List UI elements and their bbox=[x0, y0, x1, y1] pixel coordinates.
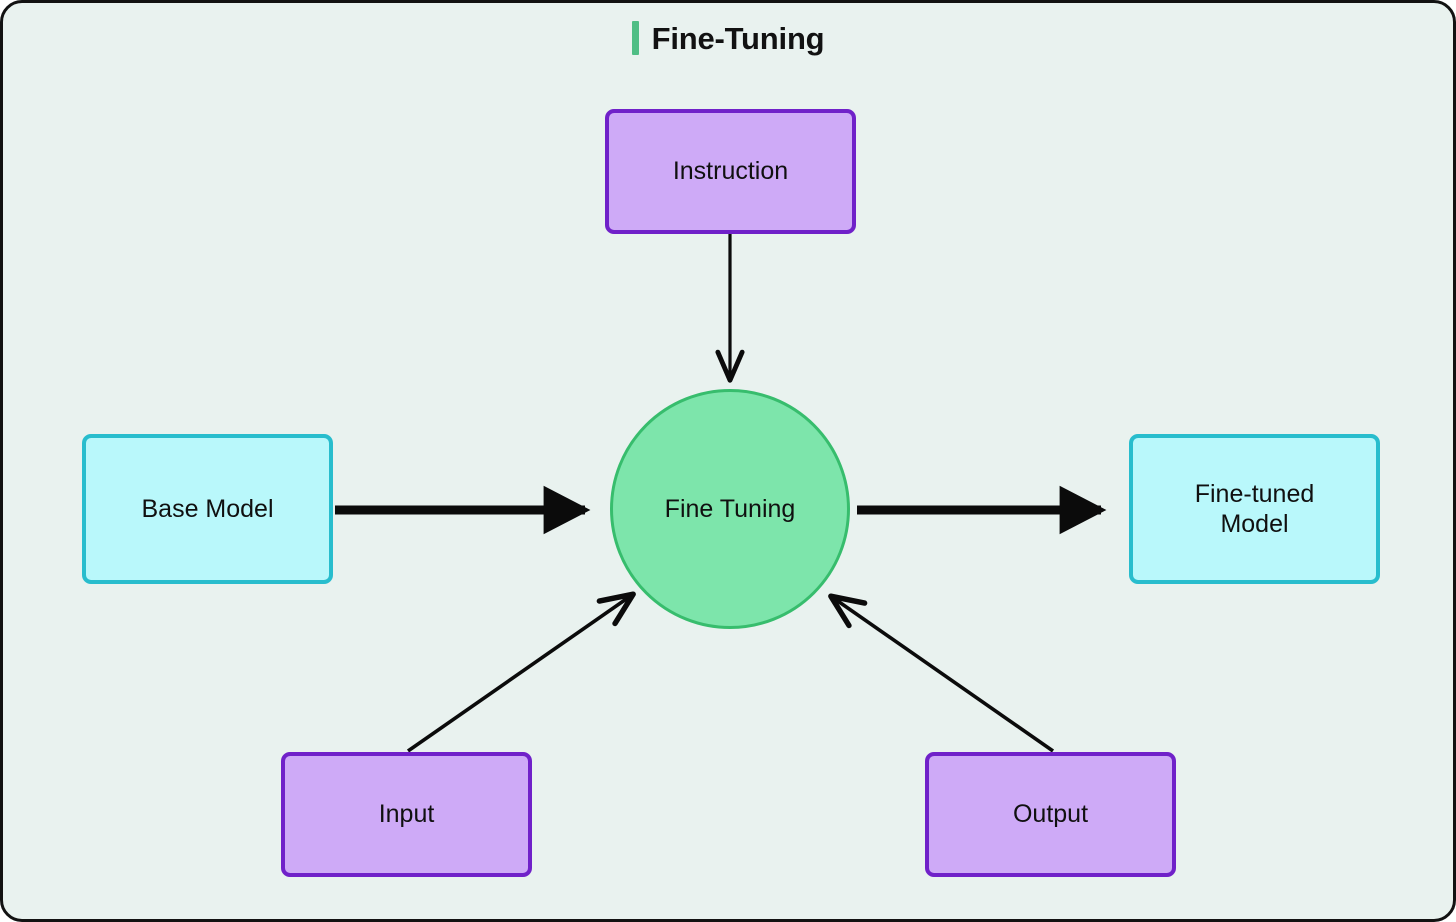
node-instruction[interactable]: Instruction bbox=[605, 109, 856, 234]
node-fine-tuning-label: Fine Tuning bbox=[664, 494, 796, 523]
page-title: Fine-Tuning bbox=[651, 20, 825, 56]
node-fine-tuning[interactable]: Fine Tuning bbox=[610, 389, 850, 629]
node-instruction-label: Instruction bbox=[672, 157, 789, 186]
title-accent-bar bbox=[631, 21, 639, 55]
edge-input-to-fine-tuning bbox=[406, 591, 636, 753]
node-base-model[interactable]: Base Model bbox=[82, 434, 333, 584]
edge-output-to-fine-tuning bbox=[828, 593, 1055, 753]
node-fine-tuned-model[interactable]: Fine-tuned Model bbox=[1129, 434, 1380, 584]
node-input-label: Input bbox=[378, 800, 435, 829]
node-fine-tuned-model-label-line-2: Model bbox=[1220, 510, 1289, 538]
node-input[interactable]: Input bbox=[281, 752, 532, 877]
node-fine-tuned-model-label-line-1: Fine-tuned bbox=[1194, 479, 1315, 508]
node-output[interactable]: Output bbox=[925, 752, 1176, 877]
node-fine-tuned-model-label: Fine-tuned Model bbox=[1195, 479, 1315, 540]
node-base-model-label: Base Model bbox=[141, 494, 274, 523]
diagram-title-block: Fine-Tuning bbox=[3, 21, 1453, 55]
node-output-label: Output bbox=[1012, 800, 1089, 829]
